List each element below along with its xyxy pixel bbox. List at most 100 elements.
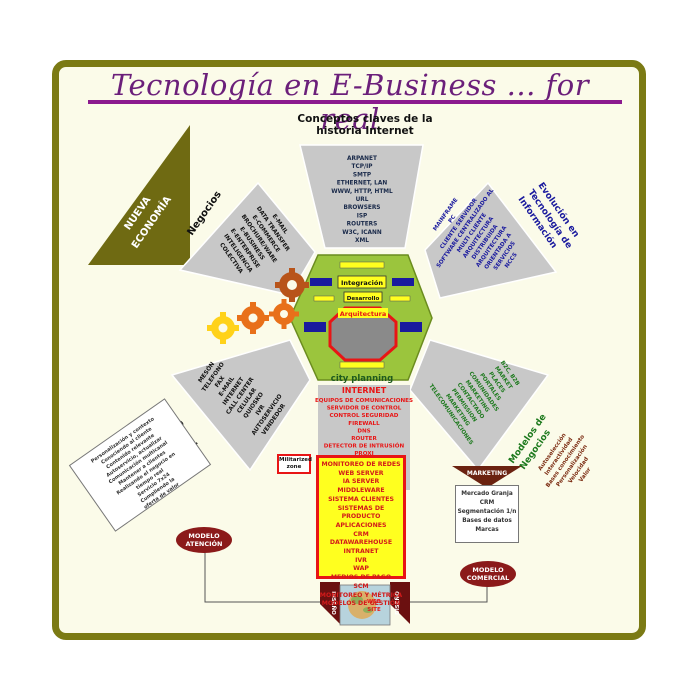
- red-box-item: CRM: [353, 530, 369, 538]
- red-box-item: IVR: [355, 556, 367, 564]
- marketing-box-item: CRM: [479, 500, 495, 506]
- page-title: Tecnología en E-Business ... for real: [110, 68, 590, 136]
- hub-low-band-right: [400, 322, 422, 332]
- modelo-comercial-oval: MODELO COMERCIAL: [460, 561, 516, 587]
- gear-icon: [237, 302, 269, 334]
- nueva-economia-triangle: [88, 125, 190, 265]
- red-box-item: SISTEMAS DE PRODUCTO: [337, 504, 385, 521]
- militarized-label-1: Militarized: [279, 457, 312, 463]
- petal-top: [299, 144, 424, 249]
- red-box-item: MONITOREO DE REDES: [321, 461, 401, 468]
- internet-item: PROXI: [354, 451, 373, 457]
- marketing-box-item: Marcas: [475, 527, 499, 533]
- red-box-item: IA SERVER: [342, 478, 380, 486]
- top-petal-item: ROUTERS: [347, 222, 378, 228]
- petal-lower-left: [170, 339, 311, 472]
- internet-item: FIREWALL: [348, 421, 380, 427]
- desarrollo-box: [343, 291, 383, 303]
- internet-item: EQUIPOS DE COMUNICACIONES: [315, 398, 413, 404]
- top-petal-item: BROWSERS: [344, 205, 381, 211]
- militarized-zone-box: Militarized zone: [277, 454, 312, 474]
- hub-top-band-right: [392, 278, 414, 286]
- integracion-box: [337, 275, 387, 289]
- city-planning-label: city planning: [331, 374, 393, 384]
- top-petal-item: ARPANET: [347, 156, 377, 162]
- petal-upper-left: [178, 181, 316, 296]
- red-box-item: WAP: [353, 565, 369, 573]
- top-petal-list: ARPANET TCP/IP SMTP ETHERNET, LAN WWW, HTTP,…: [331, 156, 393, 244]
- hub-low-band-left: [304, 322, 326, 332]
- internet-list: EQUIPOS DE COMUNICACIONES SERVIDOR DE CON…: [315, 398, 413, 457]
- top-petal-item: ETHERNET, LAN: [337, 181, 388, 187]
- evolucion-item: PC: [448, 214, 458, 224]
- hub-bottom-yellow-strip: [339, 361, 385, 369]
- hub-mid-band-left: [313, 295, 335, 302]
- red-box-item: MODELOS DE GESTIÓN: [321, 600, 401, 608]
- marketing-label: MARKETING: [467, 470, 507, 477]
- center-subtitle: Conceptos claves de la historia Internet: [290, 113, 440, 137]
- top-petal-item: W3C, ICANN: [342, 230, 382, 236]
- petal-lower-right: [409, 339, 550, 472]
- diseno-arrow-left: [320, 582, 340, 624]
- integracion-label: Integración: [341, 279, 383, 287]
- top-petal-item: SMTP: [353, 172, 372, 178]
- marketing-box-item: Segmentación 1/n: [457, 509, 517, 515]
- internet-item: DNS: [357, 428, 370, 434]
- modelo-atencion-line-2: ATENCIÓN: [185, 540, 223, 548]
- red-box-item: SCM: [353, 582, 369, 590]
- diseno-arrow-right: [390, 582, 410, 624]
- website-label-2: SITE: [367, 607, 381, 613]
- hub-top-yellow-strip: [339, 261, 385, 269]
- red-box-item: MEDIOS DE PAGO: [330, 574, 392, 582]
- internet-item: CONTROL SEGURIDAD: [330, 413, 399, 419]
- internet-item: ROUTER: [351, 436, 377, 442]
- website-label-1: WEB: [367, 599, 381, 605]
- arquitectura-label: Arquitectura: [340, 310, 386, 318]
- diseno-label-right: DISEÑO: [394, 591, 401, 615]
- red-box-item: MIDDLEWARE: [337, 487, 385, 495]
- gear-icon: [275, 268, 309, 302]
- hub-top-band-left: [310, 278, 332, 286]
- internet-item: SERVIDOR DE CONTROL: [327, 406, 402, 412]
- petal-upper-right: [424, 181, 558, 299]
- canales-item: IVR: [255, 404, 267, 417]
- marketing-box-item: Mercado Granja: [461, 491, 513, 497]
- red-box-item: INTRANET: [343, 548, 379, 556]
- modelo-atencion-oval: MODELO ATENCIÓN: [176, 527, 232, 553]
- title-underline: [88, 100, 622, 104]
- top-petal-item: ISP: [357, 213, 368, 219]
- top-petal-item: URL: [356, 197, 369, 203]
- red-box-item: WEB SERVER: [338, 469, 384, 477]
- connector-atencion: [204, 550, 320, 603]
- modelo-atencion-line-1: MODELO: [188, 532, 220, 540]
- militarized-label-2: zone: [286, 464, 302, 470]
- website-globe-icon: [339, 584, 391, 626]
- top-petal-item: TCP/IP: [352, 164, 374, 170]
- red-box-item: APLICACIONES: [335, 521, 387, 529]
- modelo-comercial-line-1: MODELO: [472, 566, 504, 574]
- top-petal-item: XML: [355, 238, 369, 244]
- modelo-comercial-line-2: COMERCIAL: [466, 574, 510, 582]
- subtitle-line-1: Conceptos claves de la: [297, 113, 433, 125]
- red-box-item: DATAWAREHOUSE: [329, 539, 393, 547]
- desarrollo-label: Desarrollo: [347, 296, 380, 302]
- hub-mid-band-right: [389, 295, 411, 302]
- red-box-item: MONITOREO Y MÉTRICA: [319, 591, 403, 599]
- internet-title: INTERNET: [342, 386, 387, 395]
- arquitectura-label-box: [338, 308, 388, 318]
- gear-icon: [207, 312, 239, 344]
- gear-icon: [269, 299, 299, 329]
- marketing-triangle: [452, 466, 522, 488]
- red-box-item: SISTEMA CLIENTES: [328, 495, 394, 503]
- internet-item: DETECTOR DE INTRUSIÓN: [324, 443, 405, 450]
- top-petal-item: WWW, HTTP, HTML: [331, 189, 393, 195]
- marketing-box-item: Bases de datos: [462, 518, 512, 524]
- diseno-label-left: DISEÑO: [330, 591, 337, 615]
